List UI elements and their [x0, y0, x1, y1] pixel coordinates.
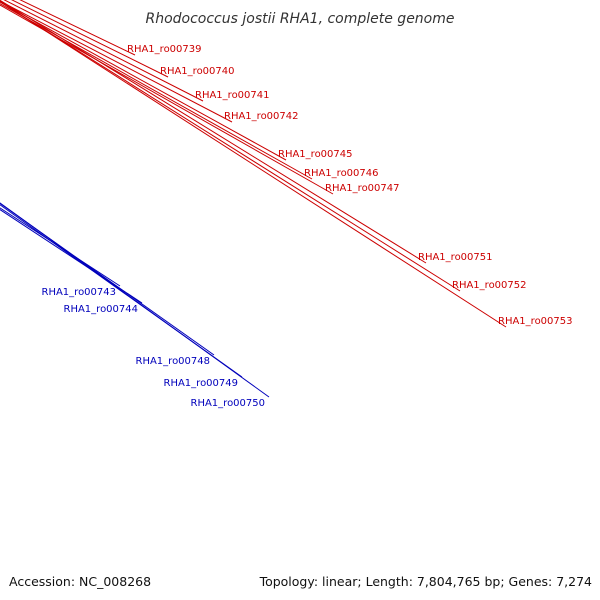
gene-label-rha1_ro00747[interactable]: RHA1_ro00747 [325, 183, 400, 194]
gene-label-rha1_ro00751[interactable]: RHA1_ro00751 [418, 252, 493, 263]
gene-label-rha1_ro00748[interactable]: RHA1_ro00748 [136, 356, 211, 367]
leader-line [0, 3, 313, 180]
leader-line [0, 1, 287, 161]
topology-text: Topology: linear; Length: 7,804,765 bp; … [259, 574, 592, 589]
leader-line [0, 1, 461, 292]
gene-label-rha1_ro00743[interactable]: RHA1_ro00743 [42, 287, 117, 298]
leader-line [3, 0, 204, 102]
leader-line [0, 1, 507, 328]
gene-label-rha1_ro00739[interactable]: RHA1_ro00739 [127, 44, 202, 55]
gene-labels: RHA1_ro00739RHA1_ro00740RHA1_ro00741RHA1… [42, 44, 573, 409]
gene-label-rha1_ro00746[interactable]: RHA1_ro00746 [304, 168, 379, 179]
gene-label-rha1_ro00745[interactable]: RHA1_ro00745 [278, 149, 353, 160]
gene-label-rha1_ro00740[interactable]: RHA1_ro00740 [160, 66, 235, 77]
leader-line [0, 0, 233, 123]
gene-label-rha1_ro00744[interactable]: RHA1_ro00744 [64, 304, 139, 315]
gene-label-rha1_ro00752[interactable]: RHA1_ro00752 [452, 280, 527, 291]
leader-line [0, 4, 334, 195]
map-title: Rhodococcus jostii RHA1, complete genome [145, 11, 454, 27]
gene-label-rha1_ro00750[interactable]: RHA1_ro00750 [191, 398, 266, 409]
leader-line [0, 204, 243, 378]
gene-label-rha1_ro00742[interactable]: RHA1_ro00742 [224, 111, 299, 122]
leader-line [0, 202, 270, 398]
gene-label-rha1_ro00741[interactable]: RHA1_ro00741 [195, 90, 270, 101]
gene-label-rha1_ro00753[interactable]: RHA1_ro00753 [498, 316, 573, 327]
accession-text: Accession: NC_008268 [9, 574, 151, 589]
leader-line [0, 0, 427, 264]
gene-label-rha1_ro00749[interactable]: RHA1_ro00749 [164, 378, 239, 389]
label-leader-lines [0, 0, 507, 398]
